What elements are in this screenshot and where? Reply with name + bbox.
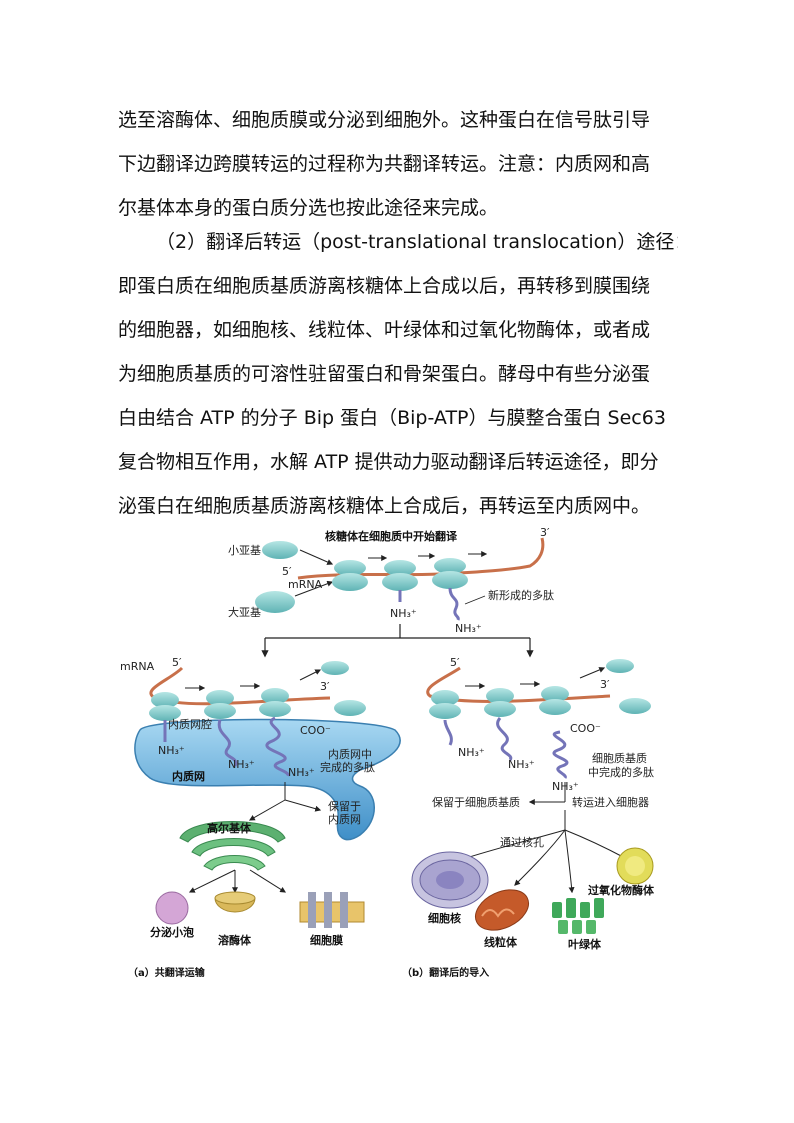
retained-er-2: 内质网 [328,812,361,826]
top-nh3-b: NH₃⁺ [455,622,482,635]
peroxisome [617,848,653,884]
nucleus [412,852,488,908]
chloroplast-label: 叶绿体 [568,937,602,951]
right-completed-2: 中完成的多肽 [588,765,654,779]
left-ribosome [149,692,181,721]
branch-connector [265,624,530,656]
released-subunit [606,659,634,673]
right-3prime-label: 3′ [600,678,610,691]
left-completed-2: 完成的多肽 [320,760,375,774]
right-nh3-2: NH₃⁺ [508,758,535,771]
right-5prime-label: 5′ [450,656,460,669]
new-peptide-label: 新形成的多肽 [488,588,554,602]
movement-arrow [580,668,604,678]
er-lumen-label: 内质网腔 [168,717,212,731]
plasma-membrane [300,892,364,928]
secretory-vesicle [156,892,188,924]
secretory-vesicle-label: 分泌小泡 [150,925,194,939]
plasma-membrane-label: 细胞膜 [310,933,343,947]
right-caption: （b）翻译后的导入 [402,966,489,979]
small-subunit [262,541,298,559]
right-completed-1: 细胞质基质 [592,752,647,765]
text-line: 的细胞器，如细胞核、线粒体、叶绿体和过氧化物酶体，或者成 [118,308,678,352]
left-mrna-label: mRNA [120,660,155,673]
text-line: 复合物相互作用，水解 ATP 提供动力驱动翻译后转运途径，即分 [118,440,678,484]
right-ribosome [429,690,461,719]
via-pore-label: 通过核孔 [500,835,544,849]
peptide-chain [445,720,451,745]
top-mrna-label: mRNA [288,578,323,591]
large-subunit [255,591,295,613]
left-nh3-1: NH₃⁺ [158,744,185,757]
text-line: 下边翻译边跨膜转运的过程称为共翻译转运。注意：内质网和高 [118,142,678,186]
chloroplast [552,898,604,934]
left-nh3-3: NH₃⁺ [288,766,315,779]
peptide-chain [554,732,567,778]
large-subunit-label: 大亚基 [228,605,261,619]
left-3prime-label: 3′ [320,680,330,693]
flow-arrow [565,830,572,892]
top-translation-panel: 核糖体在细胞质中开始翻译 小亚基 大亚基 5′ mRNA 3′ NH₃⁺ NH₃… [228,526,554,635]
assembly-arrow [300,550,332,564]
released-subunit [334,700,366,716]
right-coo-label: COO⁻ [570,722,601,735]
leader-line [465,596,485,604]
released-subunit [321,661,349,675]
flow-arrow [250,870,285,892]
top-title: 核糖体在细胞质中开始翻译 [325,529,458,543]
co-translational-panel: mRNA 5′ 3′ 内质网腔 内质网 NH₃⁺ NH₃⁺ NH₃⁺ COO⁻ … [120,656,400,979]
peptide-chain [498,718,511,760]
top-5prime-label: 5′ [282,565,292,578]
text-line: 即蛋白质在细胞质基质游离核糖体上合成以后，再转移到膜围绕 [118,264,678,308]
left-coo-label: COO⁻ [300,724,331,737]
flow-arrow [565,830,625,858]
lysosome-label: 溶酶体 [218,933,252,947]
movement-arrow [300,670,320,680]
paragraph-1: 选至溶酶体、细胞质膜或分泌到细胞外。这种蛋白在信号肽引导 下边翻译边跨膜转运的过… [118,98,678,230]
text-line: 选至溶酶体、细胞质膜或分泌到细胞外。这种蛋白在信号肽引导 [118,98,678,142]
right-nh3-1: NH₃⁺ [458,746,485,759]
left-caption: （a）共翻译运输 [128,966,206,979]
text-line: （2）翻译后转运（post-translational translocatio… [118,220,678,264]
flow-arrow [250,800,285,820]
left-5prime-label: 5′ [172,656,182,669]
flow-arrow [190,870,235,892]
peroxisome-label: 过氧化物酶体 [588,883,655,897]
into-organelles-label: 转运进入细胞器 [572,795,649,809]
retained-er-1: 保留于 [328,799,361,813]
top-nh3-a: NH₃⁺ [390,607,417,620]
post-translational-panel: 5′ 3′ NH₃⁺ NH₃⁺ NH₃⁺ COO⁻ 细胞质基质 中完成的多肽 保… [402,656,655,979]
peptide-chain [450,588,458,620]
golgi-label: 高尔基体 [207,821,252,835]
top-mrna-strand [298,538,543,578]
paragraph-2: （2）翻译后转运（post-translational translocatio… [118,220,678,528]
retained-cytosol-label: 保留于细胞质基质 [432,795,520,809]
protein-sorting-figure: 核糖体在细胞质中开始翻译 小亚基 大亚基 5′ mRNA 3′ NH₃⁺ NH₃… [110,520,670,990]
left-nh3-2: NH₃⁺ [228,758,255,771]
left-completed-1: 内质网中 [328,747,372,761]
top-3prime-label: 3′ [540,526,550,539]
er-label: 内质网 [172,769,205,783]
text-line: 白由结合 ATP 的分子 Bip 蛋白（Bip-ATP）与膜整合蛋白 Sec63 [118,396,678,440]
released-subunit [619,698,651,714]
mitochondrion-label: 线粒体 [484,935,518,949]
nucleus-label: 细胞核 [428,911,461,925]
text-line: 为细胞质基质的可溶性驻留蛋白和骨架蛋白。酵母中有些分泌蛋 [118,352,678,396]
small-subunit-label: 小亚基 [228,544,261,557]
